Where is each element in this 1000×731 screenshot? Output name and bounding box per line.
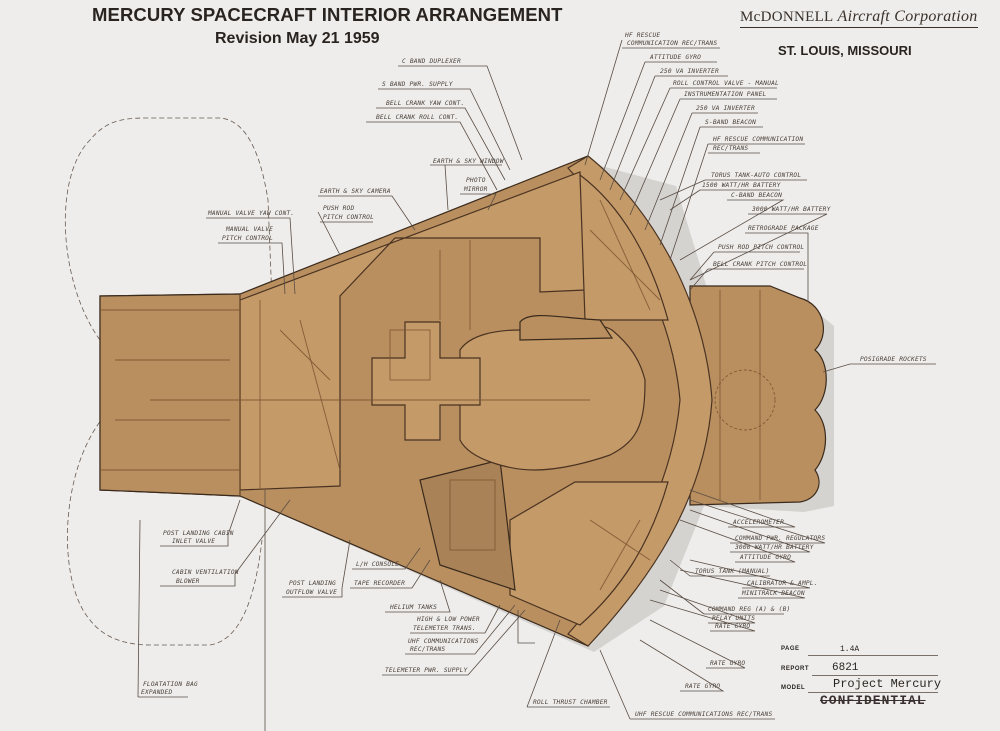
bottom-left-callouts: POST LANDING CABIN INLET VALVE CABIN VEN… bbox=[137, 490, 535, 731]
retro-package-board bbox=[689, 285, 827, 506]
right-callouts: TORUS TANK-AUTO CONTROL 1500 WATT/HR BAT… bbox=[526, 172, 936, 720]
label-retrograde-package: RETROGRADE PACKAGE bbox=[748, 225, 819, 232]
upper-equipment-board bbox=[579, 173, 669, 321]
label-blower: BLOWER bbox=[176, 578, 200, 585]
label-battery-1500: 1500 WATT/HR BATTERY bbox=[702, 182, 782, 189]
label-inlet-valve: INLET VALVE bbox=[172, 538, 215, 545]
company-name: McDONNELL bbox=[740, 9, 834, 25]
classification-stamp: CONFIDENTIAL bbox=[820, 693, 926, 708]
label-s-band-beacon: S-BAND BEACON bbox=[705, 119, 756, 126]
label-mirror: MIRROR bbox=[463, 186, 488, 193]
label-command-reg: COMMAND REG (A) & (B) bbox=[708, 606, 790, 613]
label-inverter-a: 250 VA INVERTER bbox=[660, 68, 719, 75]
label-telemeter-pwr: TELEMETER PWR. SUPPLY bbox=[385, 667, 469, 674]
label-outflow-valve: OUTFLOW VALVE bbox=[286, 589, 337, 596]
company-script: Aircraft Corporation bbox=[837, 8, 978, 25]
label-roll-control-valve: ROLL CONTROL VALVE - MANUAL bbox=[673, 80, 779, 87]
label-earth-sky-window: EARTH & SKY WINDOW bbox=[433, 158, 505, 165]
label-posigrade-rockets: POSIGRADE ROCKETS bbox=[860, 356, 927, 363]
label-manual-valve: MANUAL VALVE bbox=[225, 226, 273, 233]
antenna-section-board bbox=[99, 293, 241, 497]
label-bell-crank-roll: BELL CRANK ROLL CONT. bbox=[376, 114, 458, 121]
label-bell-crank-yaw: BELL CRANK YAW CONT. bbox=[386, 100, 465, 107]
label-battery-3000-top: 3000 WATT/HR BATTERY bbox=[751, 206, 832, 213]
label-torus-auto: TORUS TANK-AUTO CONTROL bbox=[711, 172, 801, 179]
label-battery-3000-bottom: 3000 WATT/HR BATTERY bbox=[734, 544, 815, 551]
label-expanded: EXPANDED bbox=[141, 689, 172, 696]
label-attitude-gyro-bottom: ATTITUDE GYRO bbox=[739, 554, 791, 561]
instrument-cross-board bbox=[371, 321, 481, 441]
label-uhf-communications: UHF COMMUNICATIONS bbox=[408, 638, 479, 645]
label-helium-tanks: HELIUM TANKS bbox=[389, 604, 437, 611]
label-tape-recorder: TAPE RECORDER bbox=[354, 580, 405, 587]
label-torus-manual: TORUS TANK (MANUAL) bbox=[695, 568, 770, 575]
label-hf-rescue-communication: HF RESCUE COMMUNICATION bbox=[712, 136, 803, 143]
label-attitude-gyro-top: ATTITUDE GYRO bbox=[649, 54, 701, 61]
company-city: ST. LOUIS, MISSOURI bbox=[778, 43, 912, 58]
label-instrumentation-panel: INSTRUMENTATION PANEL bbox=[684, 91, 767, 98]
label-inverter-b: 250 VA INVERTER bbox=[696, 105, 755, 112]
label-command-pwr-regulators: COMMAND PWR. REGULATORS bbox=[735, 535, 825, 542]
label-photo: PHOTO bbox=[466, 177, 486, 184]
label-telemeter-trans: TELEMETER TRANS. bbox=[413, 625, 476, 632]
label-s-band-pwr-supply: S BAND PWR. SUPPLY bbox=[382, 81, 454, 88]
label-manual-valve-yaw: MANUAL VALVE YAW CONT. bbox=[207, 210, 294, 217]
floatation-bag-outline bbox=[64, 117, 273, 353]
page-key: PAGE bbox=[781, 646, 800, 652]
label-hf-rescue: HF RESCUE bbox=[624, 32, 660, 39]
label-calibrator: CALIBRATOR & AMPL. bbox=[747, 580, 818, 587]
label-uhf-rescue: UHF RESCUE COMMUNICATIONS REC/TRANS bbox=[635, 711, 772, 718]
floatation-bag-outline-lower bbox=[67, 409, 263, 646]
label-lh-console: L/H CONSOLE bbox=[356, 561, 399, 568]
model-key: MODEL bbox=[781, 685, 806, 691]
couch-astronaut-board bbox=[459, 322, 646, 471]
arm-board bbox=[519, 314, 614, 341]
label-accelerometer: ACCELEROMETER bbox=[732, 519, 784, 526]
label-bell-crank-pitch: BELL CRANK PITCH CONTROL bbox=[713, 261, 807, 268]
report-key: REPORT bbox=[781, 666, 810, 672]
model-value: Project Mercury bbox=[833, 677, 942, 691]
report-value: 6821 bbox=[832, 662, 859, 674]
label-post-landing: POST LANDING bbox=[289, 580, 336, 587]
label-floatation-bag: FLOATATION BAG bbox=[143, 681, 198, 688]
label-minitrack-beacon: MINITRACK BEACON bbox=[741, 590, 805, 597]
label-c-band-beacon: C-BAND BEACON bbox=[731, 192, 782, 199]
label-hi-lo-power: HIGH & LOW POWER bbox=[416, 616, 480, 623]
label-rate-gyro-small: RATE GYRO bbox=[715, 623, 750, 630]
label-relay-units: RELAY UNITS bbox=[712, 615, 755, 622]
label-push-rod-pitch: PITCH CONTROL bbox=[323, 214, 374, 221]
label-post-landing-inlet: POST LANDING CABIN bbox=[163, 530, 234, 537]
label-rate-gyro-a: RATE GYRO bbox=[710, 660, 745, 667]
label-manual-valve-pitch: PITCH CONTROL bbox=[222, 235, 273, 242]
etched-details bbox=[100, 199, 776, 591]
label-uhf-rectrans: REC/TRANS bbox=[410, 646, 445, 653]
label-hf-rescue-rectrans: REC/TRANS bbox=[713, 145, 748, 152]
lower-panel-board bbox=[419, 459, 516, 591]
label-push-rod-pitch-right: PUSH ROD PITCH CONTROL bbox=[718, 244, 804, 251]
label-cabin-ventilation: CABIN VENTILATION bbox=[172, 569, 239, 576]
label-rate-gyro-b: RATE GYRO bbox=[685, 683, 720, 690]
label-push-rod: PUSH ROD bbox=[323, 205, 354, 212]
lower-equipment-board bbox=[509, 481, 669, 626]
page-title: MERCURY SPACECRAFT INTERIOR ARRANGEMENT bbox=[92, 4, 563, 25]
revision-subtitle: Revision May 21 1959 bbox=[215, 30, 380, 47]
label-earth-sky-camera: EARTH & SKY CAMERA bbox=[320, 188, 391, 195]
label-hf-rescue-comm: COMMUNICATION REC/TRANS bbox=[627, 40, 717, 47]
page-value: 1.4A bbox=[840, 645, 860, 654]
top-callouts: C BAND DUPLEXER S BAND PWR. SUPPLY BELL … bbox=[206, 32, 805, 295]
label-roll-thrust-chamber: ROLL THRUST CHAMBER bbox=[533, 699, 608, 706]
label-c-band-duplexer: C BAND DUPLEXER bbox=[402, 58, 461, 65]
